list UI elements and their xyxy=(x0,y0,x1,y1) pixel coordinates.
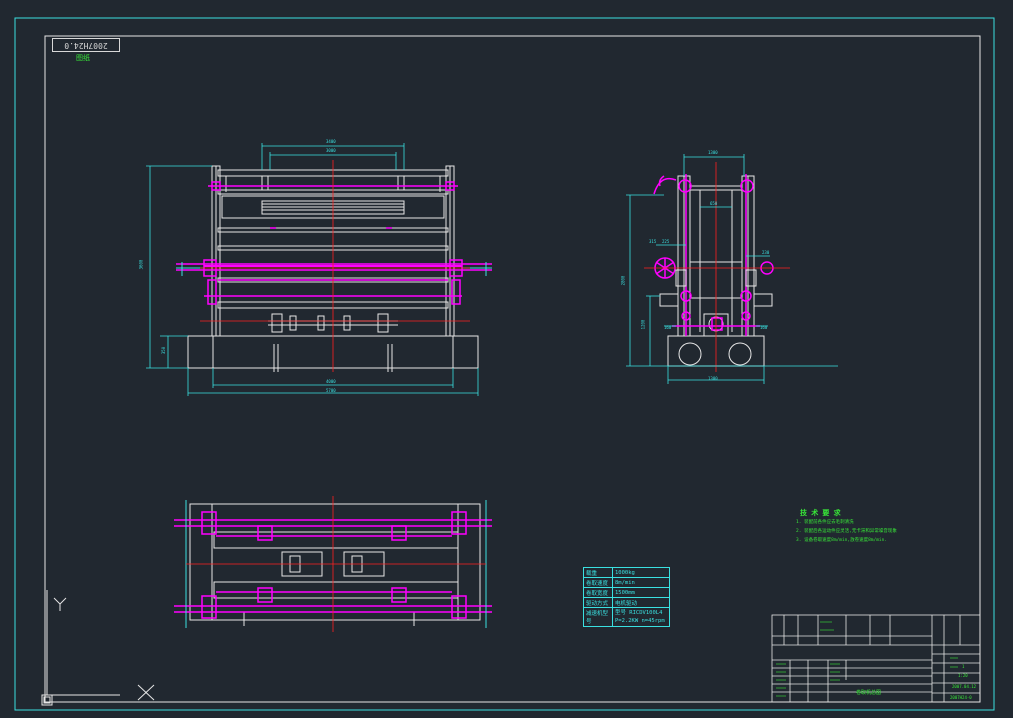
title-sheet: 1 xyxy=(962,664,965,669)
drawing-title: 卷取机总图 xyxy=(856,690,882,696)
dim-side-bottom: 1300 xyxy=(708,376,718,381)
dim-front-base-height: 350 xyxy=(161,346,167,355)
title-block-green xyxy=(776,621,958,697)
table-row: 驱动方式电机驱动 xyxy=(583,597,670,608)
dim-front-height: 3600 xyxy=(138,259,144,270)
dim-side-low-left: 160 xyxy=(664,325,672,330)
drawing-stamp: 2007H24.0 xyxy=(52,38,120,52)
title-date: 2007.04.12 xyxy=(952,684,977,689)
dim-front-bottom-outer: 5700 xyxy=(326,388,336,393)
plan-view xyxy=(174,496,492,632)
ucs-icon xyxy=(41,590,155,706)
dim-front-bottom-inner: 4000 xyxy=(326,379,336,384)
drawing-stamp-sub: 图纸 xyxy=(76,54,90,62)
dim-side-height: 2800 xyxy=(620,275,626,286)
title-scale: 1:20 xyxy=(958,673,968,678)
dim-side-top: 1300 xyxy=(708,150,718,155)
dim-side-mid: 1200 xyxy=(640,319,646,330)
tech-req-item: 1. 装配前各件应去毛刺清洗 xyxy=(796,520,854,525)
inner-border xyxy=(44,35,981,703)
dim-side-inner: 650 xyxy=(710,201,718,206)
tech-req-item: 2. 装配后各运动件应灵活,无卡滞和异常噪音现象 xyxy=(796,529,897,534)
dim-front-top-outer: 3400 xyxy=(326,139,336,144)
outer-border xyxy=(14,17,995,711)
dim-side-low-right: 160 xyxy=(760,325,768,330)
dim-side-left-b: 225 xyxy=(662,239,670,244)
tech-req-item: 3. 设备卷取速度8m/min,放卷速度8m/min. xyxy=(796,538,888,543)
title-block xyxy=(771,614,981,703)
title-code: 2007H24-0 xyxy=(950,695,972,700)
dim-side-left-a: 315 xyxy=(649,239,657,244)
tech-req-title: 技 术 要 求 xyxy=(800,509,841,517)
side-view xyxy=(626,154,838,384)
dim-front-top-inner: 3000 xyxy=(326,148,336,153)
front-view xyxy=(146,143,492,396)
dim-side-right: 230 xyxy=(762,250,770,255)
